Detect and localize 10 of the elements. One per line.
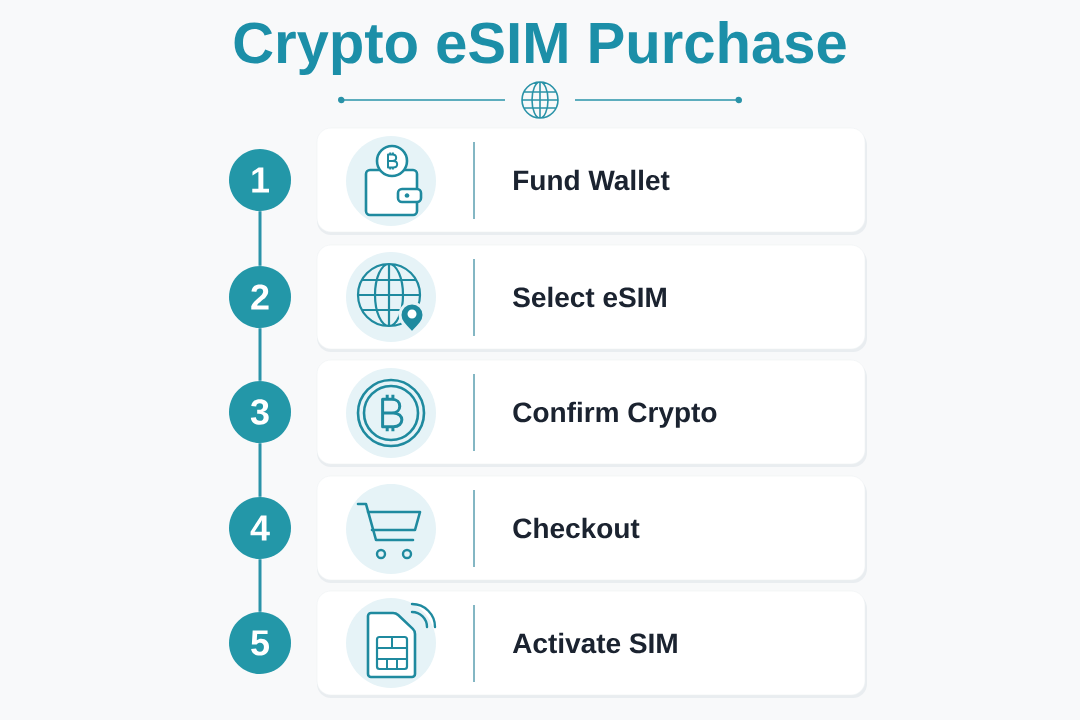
connector-line <box>258 328 262 381</box>
title: Crypto eSIM Purchase <box>234 20 846 76</box>
connector-line <box>258 443 262 497</box>
number-badge: 2 <box>229 266 291 328</box>
connector-line <box>258 559 262 612</box>
number-badge: 3 <box>229 381 291 443</box>
number-badge: 4 <box>229 497 291 559</box>
number-badge: 1 <box>229 149 291 211</box>
number-badge: 5 <box>229 612 291 674</box>
connector-line <box>258 211 262 266</box>
